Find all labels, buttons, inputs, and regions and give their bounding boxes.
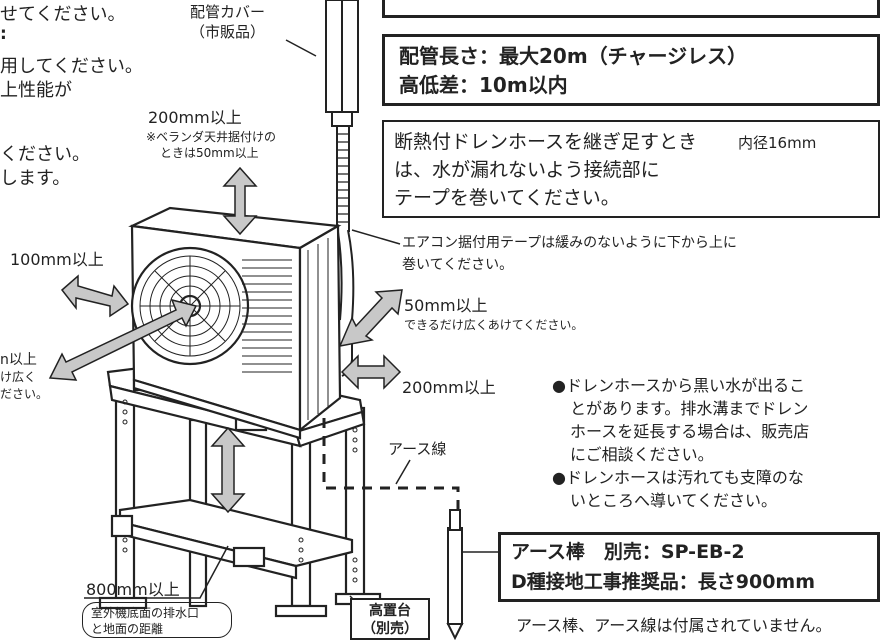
bottom-clearance-note1: 室外機底面の排水口	[91, 606, 200, 620]
bullet1-line2: とがあります。排水溝までドレン	[570, 399, 809, 418]
stand-label-line2: （別売）	[362, 621, 418, 637]
height-leader	[84, 545, 229, 599]
top-left-line3: 用してください。	[0, 56, 143, 77]
tape-note-line2: 巻いてください。	[402, 257, 514, 273]
tape-note: エアコン据付用テープは緩みのないように下から上に 巻いてください。	[402, 232, 737, 276]
earth-footer-note: アース棒、アース線は付属されていません。	[516, 616, 832, 635]
inner-diameter-label: 内径16mm	[738, 134, 817, 152]
bullet1-line3: ホースを延長する場合は、販売店	[570, 422, 810, 441]
bullet1-line4: にご相談ください。	[570, 445, 714, 464]
bottom-clearance-note2: と地面の距離	[91, 622, 164, 636]
left-clearance-value: 100mm以上	[10, 250, 104, 269]
right-clearance-value: 50mm以上	[404, 296, 488, 315]
earth-wire-leader	[395, 459, 411, 485]
leg-holes	[122, 399, 358, 583]
earth-rod-box: アース棒 別売：SP-EB-2 D種接地工事推奨品：長さ900mm	[498, 532, 880, 602]
earth-wire-label: アース線	[388, 440, 447, 458]
top-left-line2: :	[0, 24, 7, 44]
top-clearance-note1: ※ベランダ天井据付けの	[146, 130, 277, 144]
front-clearance-value: 200mm以上	[402, 378, 496, 397]
pipe-length-box: 配管長さ：最大20m（チャージレス） 高低差：10m以内	[382, 34, 880, 106]
top-left-line5: ください。	[0, 144, 90, 165]
pipe-length-line2: 高低差：10m以内	[399, 73, 568, 97]
back-clearance: n以上 け広く ださい。	[0, 352, 48, 403]
drain-line3: テープを巻いてください。	[394, 187, 620, 209]
tape-note-line1: エアコン据付用テープは緩みのないように下から上に	[402, 235, 737, 251]
top-clearance-note2: ときは50mm以上	[160, 146, 259, 160]
stand-label-line1: 高置台	[369, 603, 411, 619]
drain-line2: は、水が漏れないよう接続部に	[394, 159, 660, 181]
clearance-arrows	[48, 166, 403, 514]
bullet2-line1: ●ドレンホースは汚れても支障のな	[552, 468, 804, 487]
earth-rod	[446, 509, 464, 640]
earth-rod-line2: D種接地工事推奨品：長さ900mm	[511, 571, 816, 593]
earth-wire	[322, 418, 460, 528]
top-right-box	[382, 0, 880, 18]
back-clearance-line2: け広く	[0, 370, 37, 384]
top-left-line1: せてください。	[0, 4, 126, 25]
bottom-clearance-value: 800mm以上	[86, 580, 180, 599]
pipe-length-line1: 配管長さ：最大20m（チャージレス）	[399, 44, 748, 68]
bullet2-line2: いところへ導いてください。	[570, 491, 778, 510]
top-left-line4: 上性能が	[0, 80, 72, 101]
right-clearance-note: できるだけ広くあけてください。	[404, 318, 584, 332]
stand-label-box: 高置台 （別売）	[350, 598, 430, 640]
tape-leader	[351, 229, 401, 245]
drain-line1: 断熱付ドレンホースを継ぎ足すとき	[394, 131, 698, 153]
pipe-cover-label-line1: 配管カバー	[190, 3, 266, 21]
pipe-cover-label-line2: （市販品）	[190, 23, 266, 41]
top-clearance-value: 200mm以上	[148, 108, 242, 127]
back-clearance-line1: n以上	[0, 352, 37, 368]
pipe-cover	[325, 0, 359, 232]
bottom-clearance-note: 室外機底面の排水口 と地面の距離	[82, 602, 232, 638]
bullet1-line1: ●ドレンホースから黒い水が出るこ	[552, 376, 806, 395]
drain-hose-box: 断熱付ドレンホースを継ぎ足すとき は、水が漏れないよう接続部に テープを巻いてく…	[382, 120, 880, 218]
bullet-notes: ●ドレンホースから黒い水が出るこ とがあります。排水溝までドレン ホースを延長す…	[552, 374, 809, 512]
top-left-line6: します。	[0, 168, 71, 189]
cover-leader	[285, 39, 317, 57]
earth-rod-line1: アース棒 別売：SP-EB-2	[511, 541, 745, 563]
back-clearance-line3: ださい。	[0, 387, 49, 401]
pipe-cover-label: 配管カバー （市販品）	[190, 2, 265, 42]
